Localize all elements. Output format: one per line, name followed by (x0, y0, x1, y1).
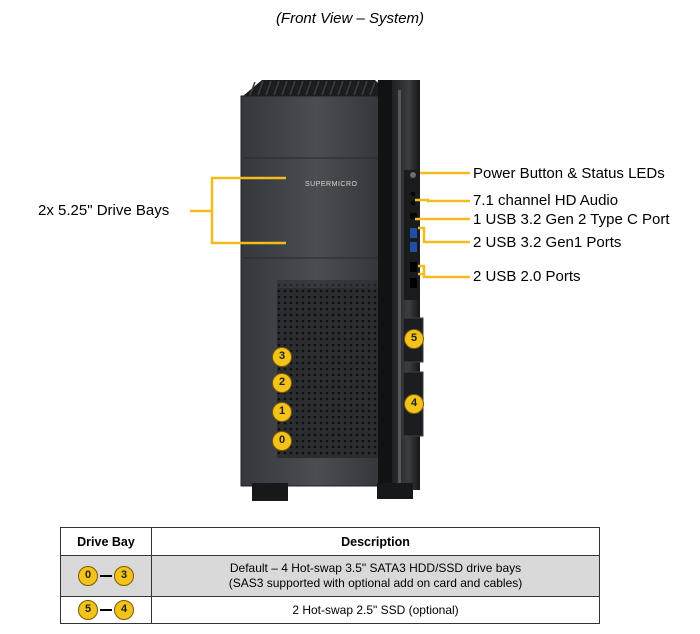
drive-bays-label: 2x 5.25" Drive Bays (38, 202, 170, 219)
header-drive-bay: Drive Bay (60, 527, 152, 556)
ssd-badge-5: 5 (404, 329, 424, 349)
table-row: 5 4 2 Hot-swap 2.5" SSD (optional) (60, 596, 600, 624)
drive-bay-table: Drive Bay Description 0 3 Default – 4 Ho… (60, 527, 600, 624)
bay-badge-0: 0 (272, 431, 292, 451)
badge-from: 5 (78, 600, 98, 620)
hd-audio-label: 7.1 channel HD Audio (473, 192, 619, 209)
range-dash (100, 609, 112, 611)
usb-type-c-label: 1 USB 3.2 Gen 2 Type C Port (473, 211, 670, 228)
bay-range-cell: 5 4 (60, 596, 152, 624)
figure-caption: (Front View – System) (275, 10, 425, 27)
badge-to: 4 (114, 600, 134, 620)
brand-logo: SUPERMICRO (305, 181, 358, 188)
description-cell: Default – 4 Hot-swap 3.5" SATA3 HDD/SSD … (151, 555, 600, 597)
description-line: Default – 4 Hot-swap 3.5" SATA3 HDD/SSD … (229, 561, 522, 575)
power-button-label: Power Button & Status LEDs (473, 165, 665, 182)
bay-range-cell: 0 3 (60, 555, 152, 597)
badge-from: 0 (78, 566, 98, 586)
range-dash (100, 575, 112, 577)
description-cell: 2 Hot-swap 2.5" SSD (optional) (151, 596, 600, 624)
bay-badge-2: 2 (272, 373, 292, 393)
table-header-row: Drive Bay Description (60, 527, 600, 556)
bay-badge-1: 1 (272, 402, 292, 422)
description-line: (SAS3 supported with optional add on car… (228, 576, 523, 590)
bay-badge-3: 3 (272, 347, 292, 367)
header-description: Description (151, 527, 600, 556)
ssd-badge-4: 4 (404, 394, 424, 414)
badge-to: 3 (114, 566, 134, 586)
usb-2-label: 2 USB 2.0 Ports (473, 268, 581, 285)
usb-gen1-label: 2 USB 3.2 Gen1 Ports (473, 234, 622, 251)
description-line: 2 Hot-swap 2.5" SSD (optional) (292, 603, 459, 617)
table-row: 0 3 Default – 4 Hot-swap 3.5" SATA3 HDD/… (60, 555, 600, 597)
